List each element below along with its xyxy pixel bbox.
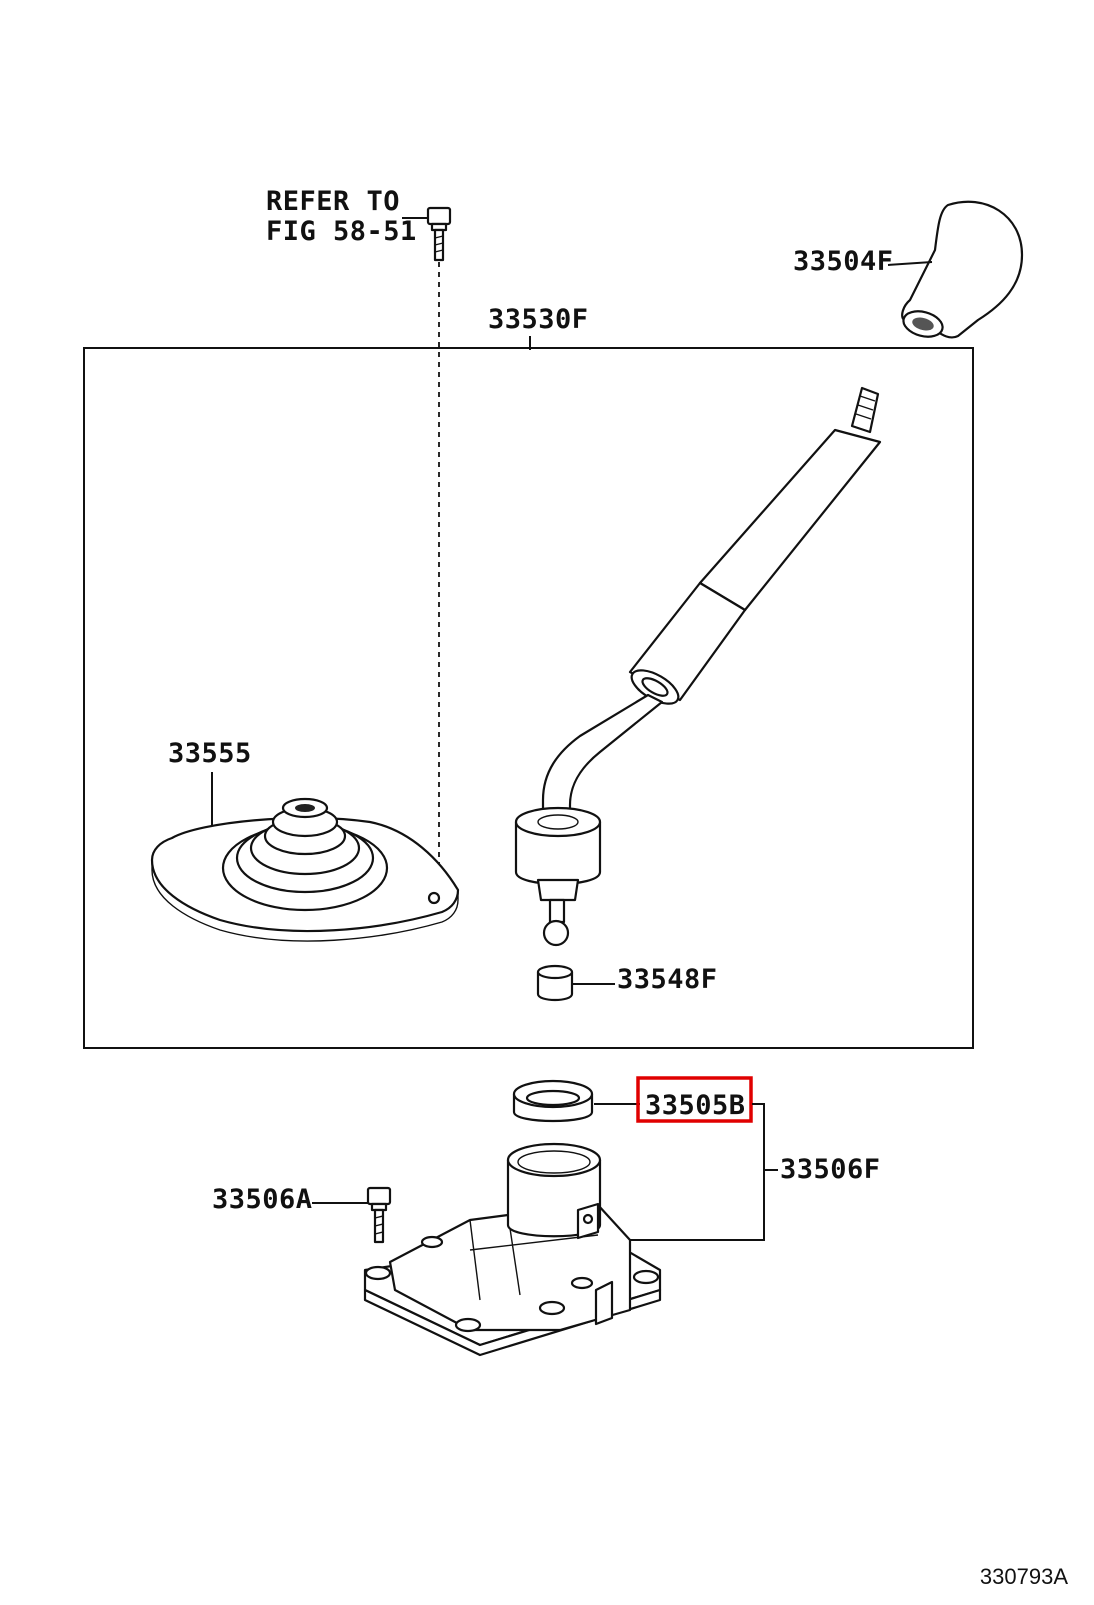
part-label-33548F[interactable]: 33548F [617, 964, 718, 995]
highlight-box-33505B [636, 1076, 753, 1123]
refer-note-line1: REFER TO [266, 186, 400, 217]
bushing-icon [536, 964, 574, 1002]
assembly-box-33530F [83, 347, 974, 1049]
part-label-33530F[interactable]: 33530F [488, 304, 589, 335]
leader-33504F [887, 261, 933, 266]
shift-housing-icon [363, 1142, 662, 1357]
bolt-33506A-icon [366, 1186, 392, 1244]
bracket-33506F [628, 1103, 765, 1241]
part-label-33504F[interactable]: 33504F [793, 246, 894, 277]
part-label-33555[interactable]: 33555 [168, 738, 252, 769]
seat-ring-icon [512, 1079, 594, 1123]
refer-note-line2: FIG 58-51 [266, 216, 417, 247]
part-label-33506F[interactable]: 33506F [780, 1154, 881, 1185]
refer-bolt-icon [426, 206, 452, 262]
part-label-33505B[interactable]: 33505B [645, 1090, 746, 1121]
figure-id: 330793A [980, 1564, 1068, 1589]
part-label-33506A[interactable]: 33506A [212, 1184, 313, 1215]
shift-lever-icon [514, 386, 882, 947]
shift-knob-icon [901, 200, 1024, 339]
boot-plate-icon [150, 797, 460, 942]
